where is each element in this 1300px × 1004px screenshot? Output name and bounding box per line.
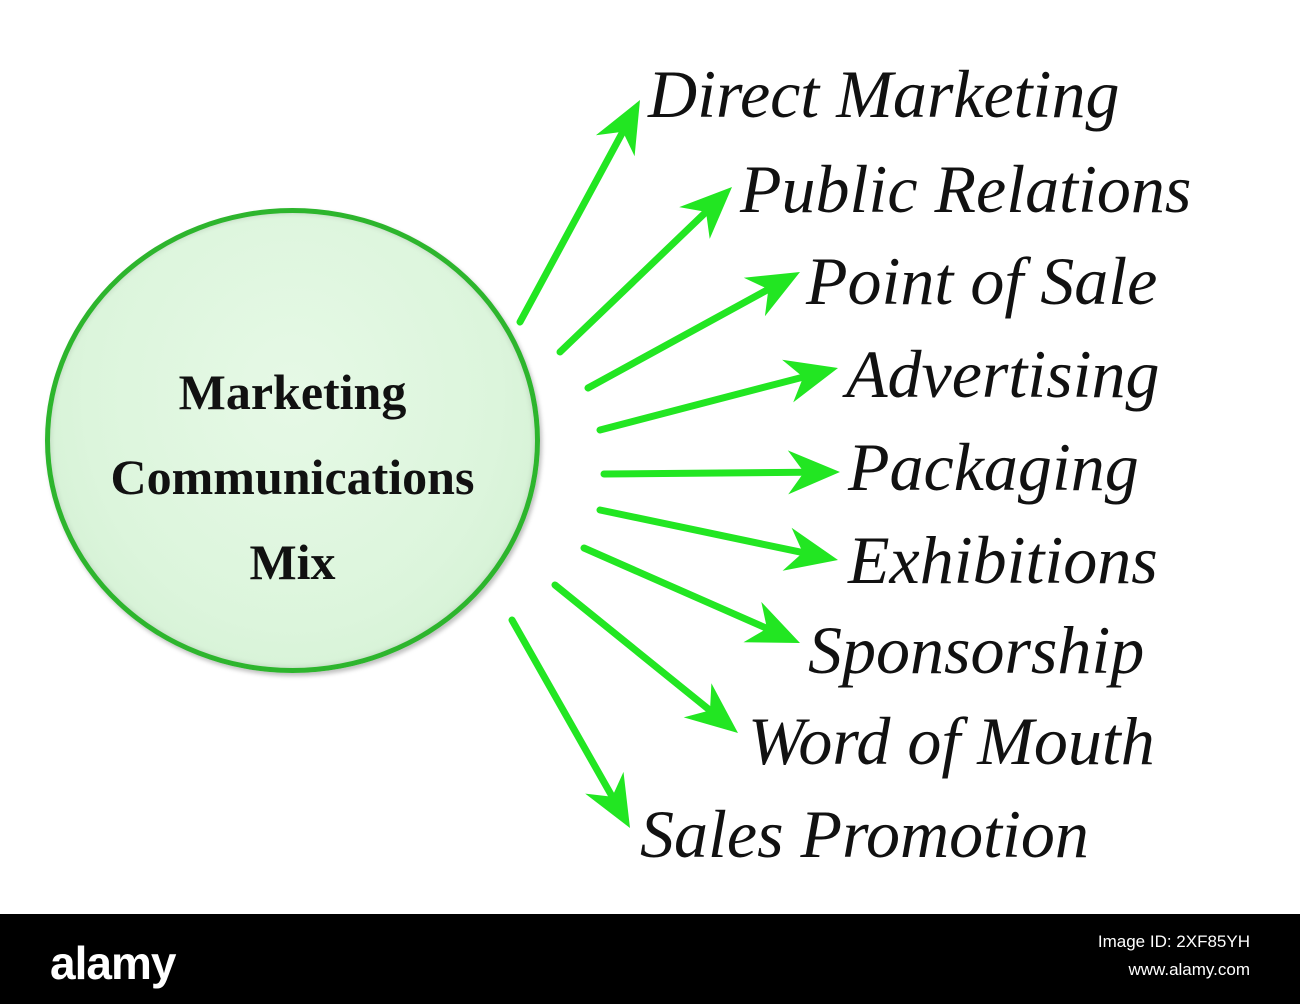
arrow-advertising xyxy=(596,359,838,434)
image-id-line1: Image ID: 2XF85YH xyxy=(1097,932,1250,951)
arrow-packaging-shaft xyxy=(600,468,808,478)
item-public-relations: Public Relations xyxy=(740,151,1192,227)
arrow-direct-marketing-head xyxy=(595,100,640,157)
arrow-point-of-sale-head xyxy=(743,272,800,317)
item-point-of-sale: Point of Sale xyxy=(806,243,1158,319)
arrow-advertising-shaft xyxy=(596,373,807,434)
arrow-public-relations-head xyxy=(679,187,732,239)
hub-title-line3: Mix xyxy=(249,534,336,590)
image-id-line2: www.alamy.com xyxy=(1128,960,1250,979)
hub-title: Marketing Communications Mix xyxy=(45,350,540,605)
item-sales-promotion: Sales Promotion xyxy=(640,796,1089,872)
arrow-exhibitions-head xyxy=(782,527,838,571)
hub-circle xyxy=(45,208,540,673)
hub-title-line1: Marketing xyxy=(178,364,407,420)
arrow-point-of-sale-shaft xyxy=(584,285,772,392)
arrow-direct-marketing xyxy=(516,100,640,326)
arrow-advertising-head xyxy=(782,359,838,403)
item-packaging: Packaging xyxy=(848,429,1139,505)
arrow-sales-promotion-shaft xyxy=(508,616,616,801)
arrow-exhibitions-shaft xyxy=(596,506,807,557)
footer-bar: alamy Image ID: 2XF85YH www.alamy.com xyxy=(0,914,1300,1004)
arrow-sales-promotion xyxy=(508,616,630,828)
arrow-sponsorship xyxy=(580,544,800,643)
arrow-packaging xyxy=(600,450,840,495)
item-word-of-mouth: Word of Mouth xyxy=(748,703,1155,779)
item-exhibitions: Exhibitions xyxy=(848,522,1158,598)
arrow-direct-marketing-shaft xyxy=(516,128,627,326)
arrow-point-of-sale xyxy=(584,272,800,392)
arrow-sales-promotion-head xyxy=(585,771,630,828)
arrow-sponsorship-head xyxy=(743,601,800,643)
arrow-packaging-head xyxy=(787,450,840,495)
arrow-word-of-mouth-shaft xyxy=(551,581,714,714)
arrow-public-relations xyxy=(556,187,732,356)
hub-title-line2: Communications xyxy=(110,449,475,505)
image-id: Image ID: 2XF85YH www.alamy.com xyxy=(1098,928,1250,984)
item-advertising: Advertising xyxy=(846,336,1160,412)
arrow-word-of-mouth xyxy=(551,581,738,733)
item-direct-marketing: Direct Marketing xyxy=(648,56,1120,132)
arrow-exhibitions xyxy=(596,506,838,571)
arrow-public-relations-shaft xyxy=(556,208,710,356)
arrow-word-of-mouth-head xyxy=(683,683,738,733)
arrow-sponsorship-shaft xyxy=(580,544,771,633)
item-sponsorship: Sponsorship xyxy=(808,612,1145,688)
alamy-logo: alamy xyxy=(50,937,176,989)
